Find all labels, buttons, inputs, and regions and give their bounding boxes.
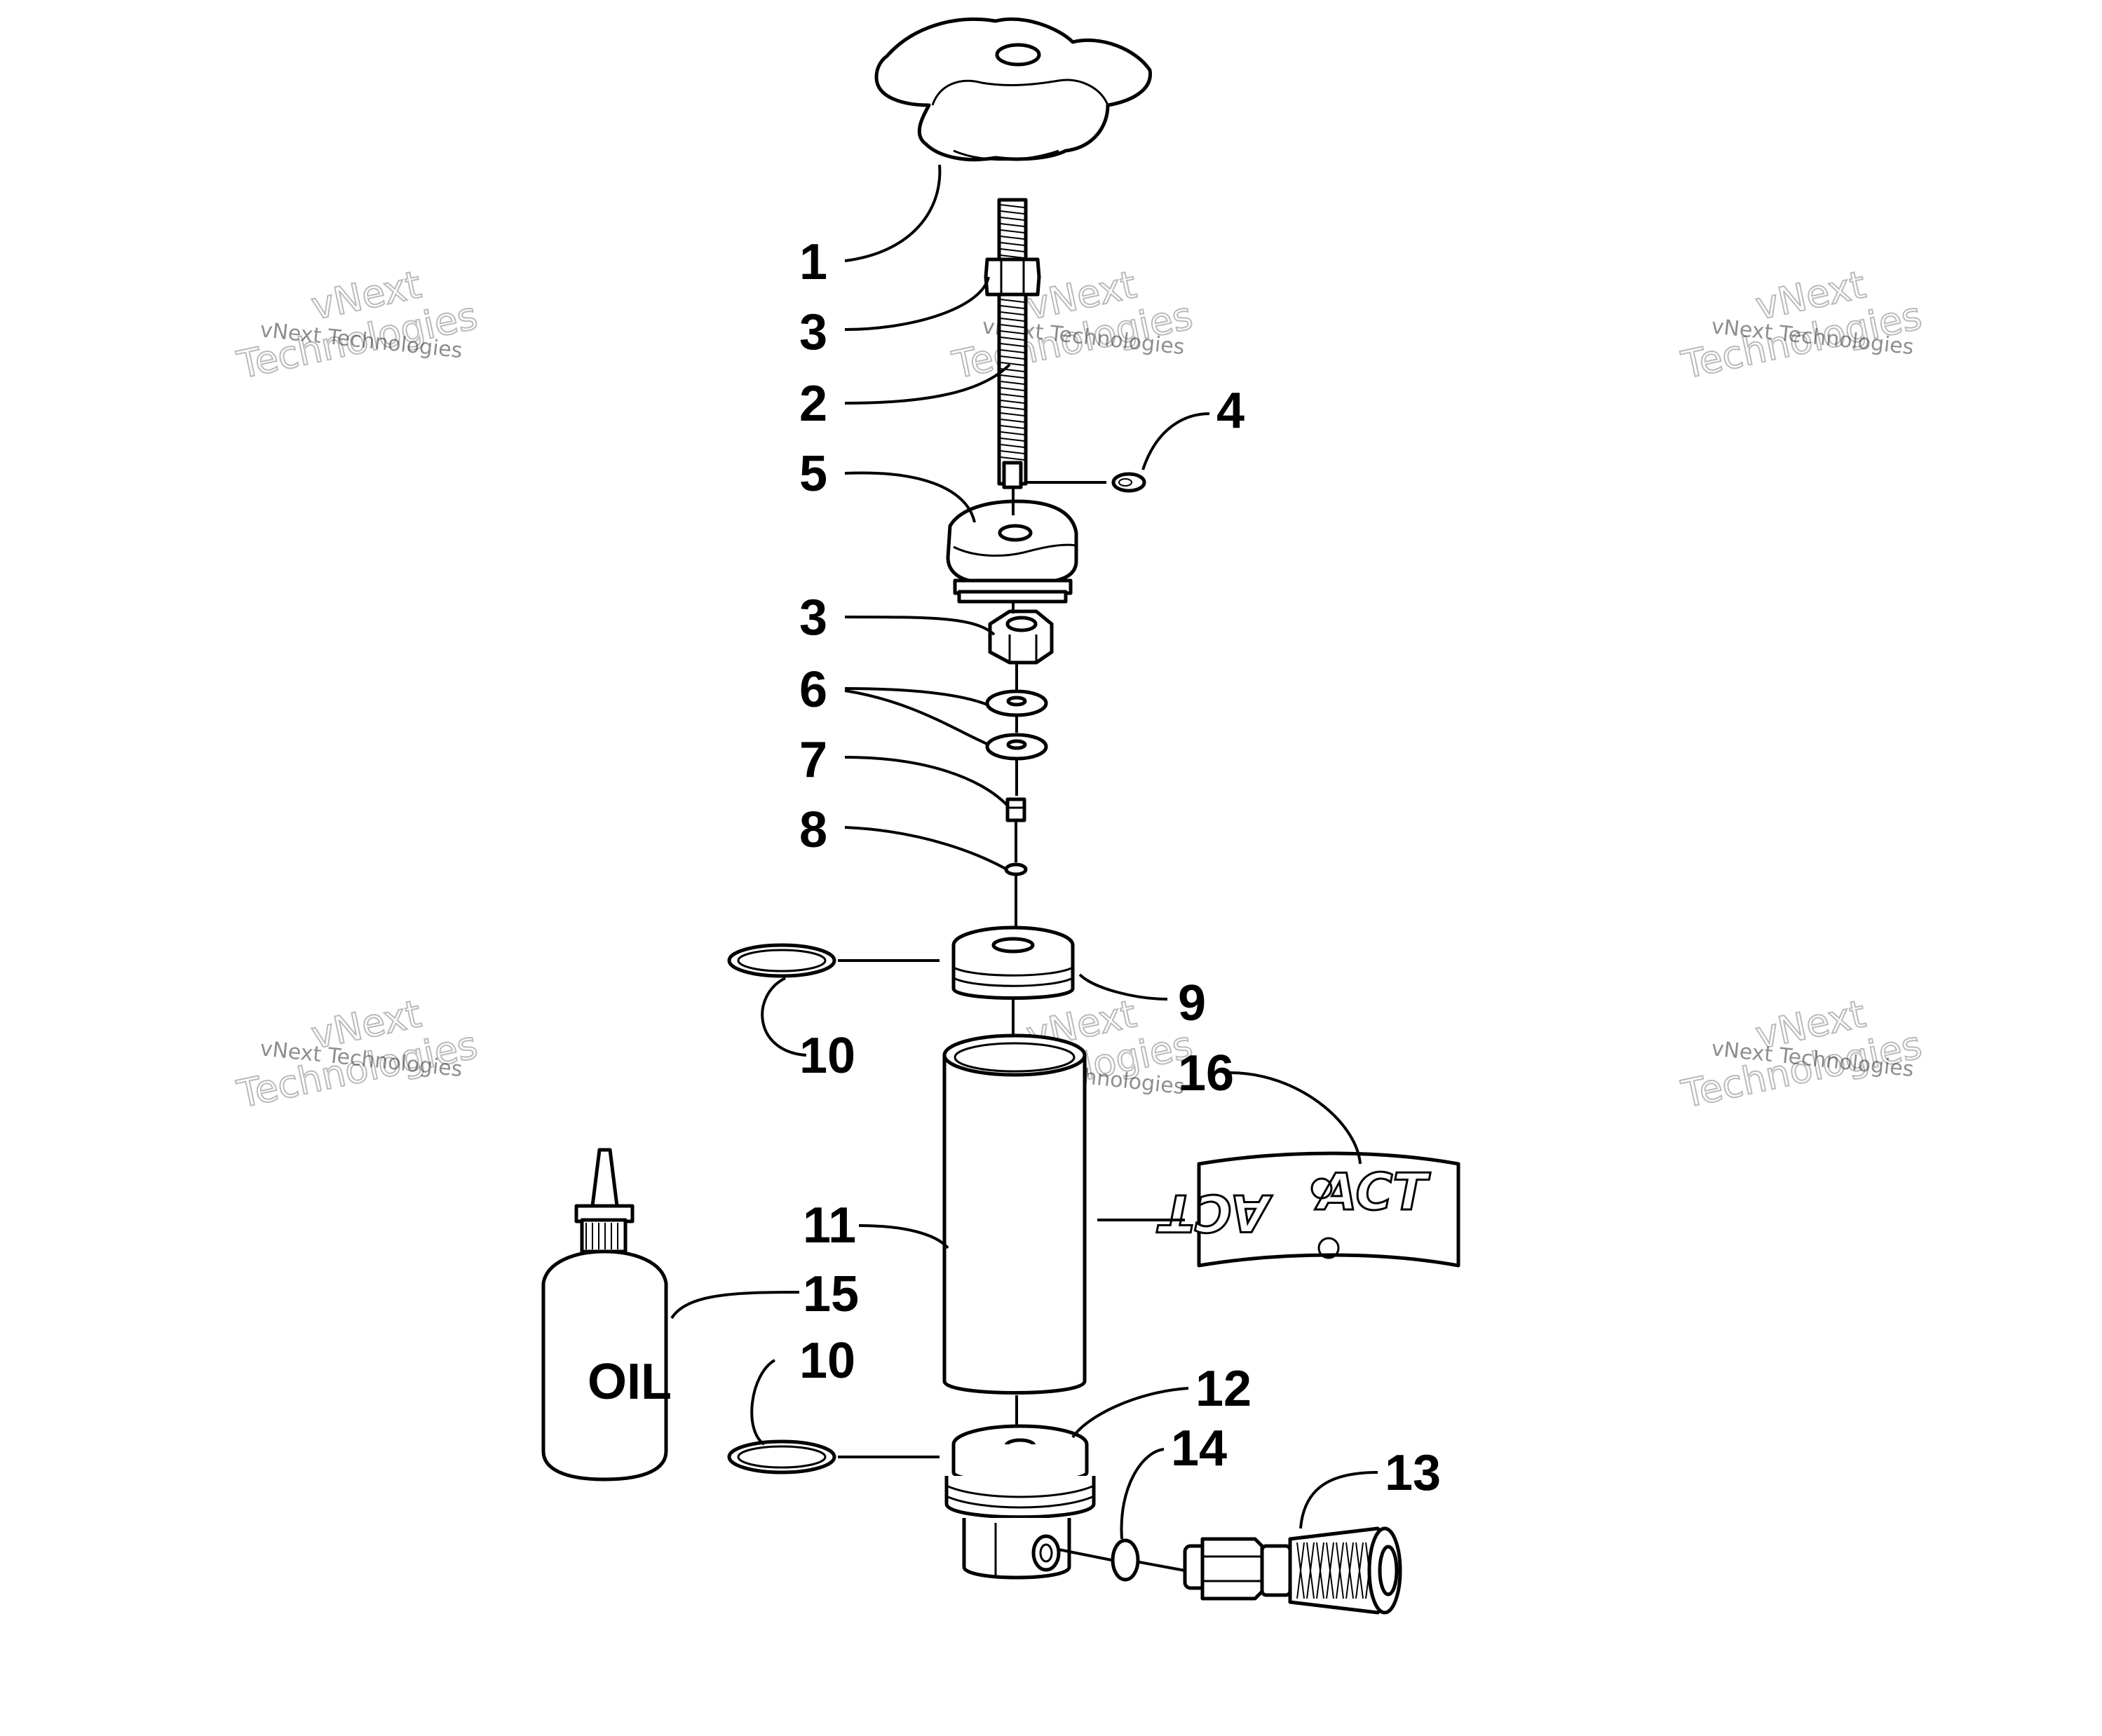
callout-12: 12 — [1195, 1361, 1252, 1417]
cylinder-part — [942, 1033, 1087, 1395]
washer-part — [985, 689, 1048, 761]
hatch-line — [1316, 1542, 1324, 1599]
hatch-line — [1000, 374, 1025, 379]
piston-part — [951, 925, 1075, 1000]
hatch-line — [1306, 1542, 1315, 1599]
hatch-line — [1000, 318, 1025, 322]
base-part — [944, 1424, 1096, 1580]
hatch-line — [1000, 406, 1025, 410]
hatch-line — [1000, 305, 1025, 309]
callout-8: 8 — [799, 802, 827, 858]
nut-part — [988, 609, 1054, 665]
callout-4: 4 — [1216, 383, 1245, 439]
oil-bottle-part: OIL — [541, 1148, 672, 1481]
hatch-line — [1000, 393, 1025, 398]
hatch-line — [1000, 217, 1025, 221]
e-clip-part — [1111, 472, 1146, 493]
callout-1: 1 — [799, 234, 827, 290]
callout-9: 9 — [1178, 975, 1206, 1031]
small-o-ring-part — [1111, 1538, 1140, 1582]
callout-5: 5 — [799, 446, 827, 502]
hatch-line — [1000, 299, 1025, 303]
decal-text: ACT — [1315, 1162, 1430, 1221]
callout-11: 11 — [803, 1198, 856, 1254]
hatch-line — [1000, 419, 1025, 423]
hatch-line — [1000, 255, 1025, 259]
hatch-line — [1000, 450, 1025, 454]
o-ring-upper-inner — [737, 949, 827, 972]
valve-part — [1004, 797, 1028, 876]
hatch-line — [1000, 311, 1025, 316]
hatch-line — [1000, 248, 1025, 252]
callout-3: 3 — [799, 304, 827, 360]
hatch-line — [1000, 223, 1025, 227]
hatch-line — [1000, 431, 1025, 435]
callout-3-lower: 3 — [799, 590, 827, 646]
hatch-line — [1000, 400, 1025, 404]
decal-text: ACT — [1157, 1184, 1273, 1242]
hatch-line — [1000, 381, 1025, 385]
callout-16: 16 — [1178, 1045, 1234, 1101]
knob-part — [874, 17, 1152, 162]
watermark: vNext Technologies — [1677, 262, 1926, 388]
hatch-line — [1000, 330, 1025, 334]
hatch-line — [1000, 387, 1025, 391]
hatch-line — [1000, 412, 1025, 416]
hatch-line — [1000, 438, 1025, 442]
callout-10-upper: 10 — [799, 1028, 855, 1084]
callout-6: 6 — [799, 662, 827, 718]
callout-13: 13 — [1385, 1445, 1441, 1501]
callout-14: 14 — [1171, 1420, 1227, 1477]
hatch-line — [1336, 1542, 1344, 1599]
oil-label: OIL — [588, 1354, 672, 1410]
hatch-line — [1000, 242, 1025, 246]
callout-labels: 1 3 2 4 5 3 6 7 8 9 10 16 11 15 10 12 14… — [799, 234, 1441, 1501]
coupler-part — [1183, 1526, 1402, 1615]
hatch-line — [1000, 343, 1025, 347]
hatch-line — [1326, 1542, 1334, 1599]
hatch-line — [1000, 425, 1025, 429]
decal-part: ACT ACT — [1155, 1151, 1460, 1268]
hatch-line — [1000, 362, 1025, 366]
hatch-line — [1355, 1542, 1364, 1599]
callout-2: 2 — [799, 376, 827, 432]
hatch-line — [1345, 1542, 1354, 1599]
hatch-line — [1000, 355, 1025, 360]
watermark-group: vNext Technologies vNext Technologies vN… — [233, 262, 1926, 1117]
hatch-line — [1000, 204, 1025, 208]
callout-15: 15 — [803, 1266, 859, 1322]
hatch-line — [1000, 444, 1025, 448]
leader-lines — [670, 164, 1378, 1572]
cap-part — [946, 499, 1078, 604]
callout-7: 7 — [799, 732, 827, 788]
hatch-line — [1296, 1542, 1305, 1599]
hatch-line — [1000, 229, 1025, 233]
watermark: vNext Technologies — [948, 262, 1197, 388]
callout-10-lower: 10 — [799, 1333, 855, 1389]
hatch-line — [1000, 236, 1025, 240]
o-ring-lower-inner — [737, 1445, 827, 1469]
hatch-line — [1000, 349, 1025, 353]
threaded-rod-part — [984, 198, 1041, 489]
hatch-line — [1000, 210, 1025, 215]
hatch-line — [1000, 337, 1025, 341]
hatch-line — [1000, 324, 1025, 328]
hatch-line — [1000, 456, 1025, 461]
